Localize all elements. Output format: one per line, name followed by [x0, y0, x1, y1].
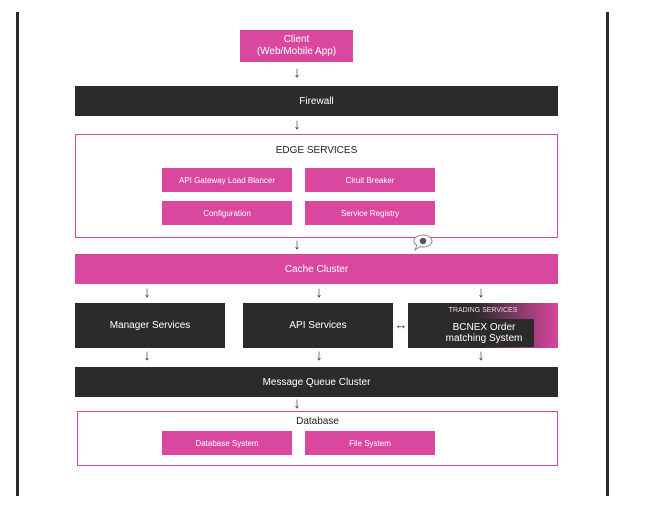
trading-label-line1: BCNEX Order — [452, 322, 516, 333]
arrow-down-icon: ↓ — [143, 347, 151, 364]
right-border-line — [606, 12, 609, 496]
bidirectional-arrow-icon: ↔ — [394, 317, 408, 332]
cache-cluster-label: Cache Cluster — [284, 263, 349, 275]
firewall-box: Firewall — [75, 86, 558, 116]
configuration-box: Configuration — [162, 201, 292, 225]
api-services-label: API Services — [289, 320, 347, 331]
arrow-down-icon: ↓ — [477, 284, 485, 301]
client-box: Client (Web/Mobile App) — [240, 30, 353, 62]
arrow-down-icon: ↓ — [293, 116, 301, 133]
trading-inner-box: BCNEX Order matching System — [434, 319, 534, 347]
api-services-box: API Services — [243, 303, 393, 348]
arrow-down-icon: ↓ — [293, 64, 301, 81]
manager-services-label: Manager Services — [109, 320, 191, 331]
manager-services-box: Manager Services — [75, 303, 225, 348]
client-label-line2: (Web/Mobile App) — [256, 46, 337, 57]
arrow-down-icon: ↓ — [315, 347, 323, 364]
chat-bubble-icon — [413, 234, 433, 252]
cache-cluster-box: Cache Cluster — [75, 254, 558, 284]
arrow-down-icon: ↓ — [315, 284, 323, 301]
circuit-breaker-label: Ciruit Breaker — [345, 175, 395, 185]
left-border-line — [16, 12, 19, 496]
file-system-label: File System — [349, 438, 391, 448]
arrow-down-icon: ↓ — [293, 236, 301, 253]
api-gateway-label: API Gateway Load Blancer — [178, 175, 276, 185]
client-label-line1: Client — [283, 34, 310, 45]
firewall-label: Firewall — [299, 95, 334, 107]
configuration-label: Configuration — [203, 208, 251, 218]
database-system-label: Database System — [195, 438, 259, 448]
api-gateway-box: API Gateway Load Blancer — [162, 168, 292, 192]
service-registry-label: Service Registry — [340, 208, 400, 218]
arrow-down-icon: ↓ — [143, 284, 151, 301]
file-system-box: File System — [305, 431, 435, 455]
circuit-breaker-box: Ciruit Breaker — [305, 168, 435, 192]
database-system-box: Database System — [162, 431, 292, 455]
arrow-down-icon: ↓ — [477, 347, 485, 364]
edge-services-title: EDGE SERVICES — [275, 145, 358, 156]
database-title: Database — [296, 416, 339, 427]
service-registry-box: Service Registry — [305, 201, 435, 225]
trading-services-box: TRADING SERVICES BCNEX Order matching Sy… — [408, 303, 558, 348]
arrow-down-icon: ↓ — [293, 395, 301, 412]
message-queue-label: Message Queue Cluster — [262, 376, 371, 388]
trading-services-header: TRADING SERVICES — [448, 307, 518, 314]
trading-label-line2: matching System — [445, 333, 523, 344]
message-queue-box: Message Queue Cluster — [75, 367, 558, 397]
